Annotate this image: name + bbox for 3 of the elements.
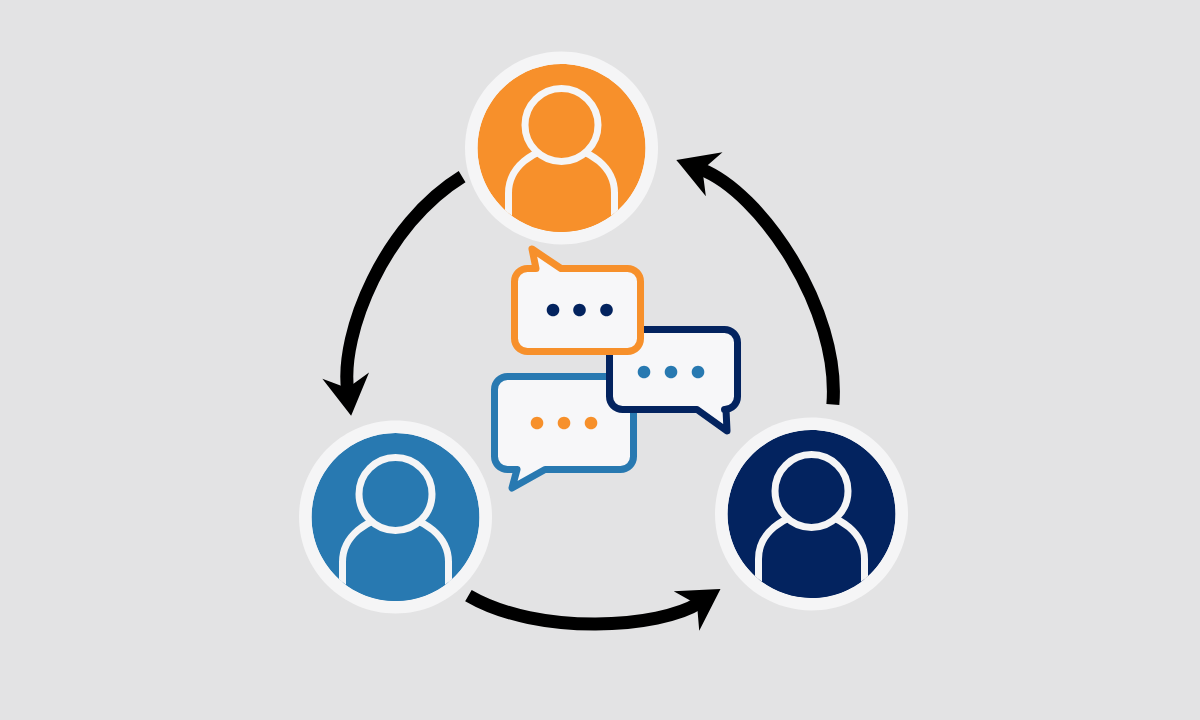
- person-icon: [299, 420, 492, 614]
- person-icon: [465, 51, 658, 245]
- person-icon: [715, 417, 908, 611]
